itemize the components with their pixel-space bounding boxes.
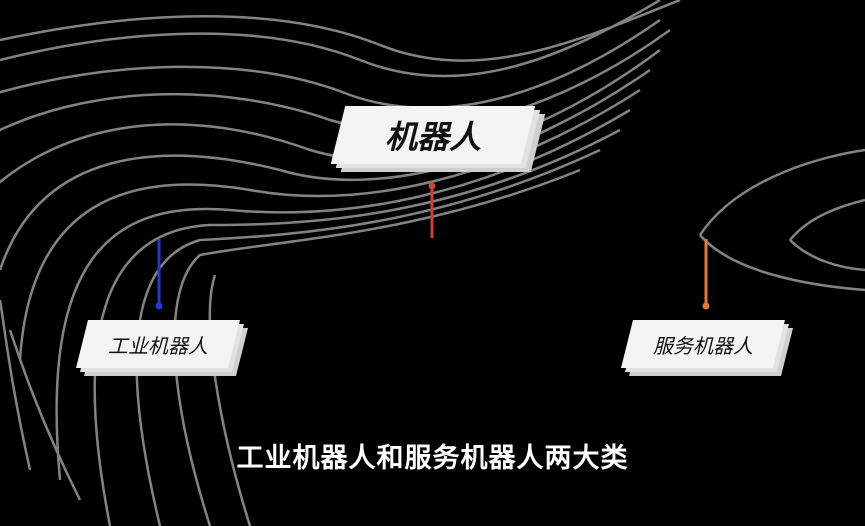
child-node-service-label: 服务机器人 <box>653 333 753 358</box>
child-node-industrial-label: 工业机器人 <box>108 333 208 358</box>
child-node-industrial: 工业机器人 <box>76 318 250 380</box>
root-node-label: 机器人 <box>384 118 481 156</box>
root-node: 机器人 <box>330 104 546 176</box>
left-drop-dot <box>155 302 163 310</box>
subtitle-caption: 工业机器人和服务机器人两大类 <box>236 443 629 474</box>
right-drop-dot <box>702 302 710 310</box>
child-node-service: 服务机器人 <box>621 318 795 380</box>
root-stem-dot <box>428 182 436 190</box>
